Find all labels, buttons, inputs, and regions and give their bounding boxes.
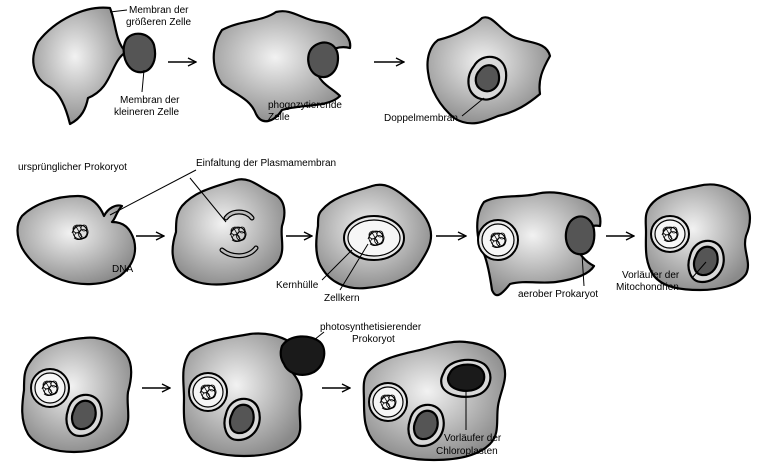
label-einfaltung: Einfaltung der Plasmamembran (196, 158, 336, 169)
label-membran-kleiner-1: Membran der (120, 95, 180, 106)
label-dna: DNA (112, 264, 133, 275)
label-membran-groesser-1: Membran der (129, 5, 189, 16)
label-prokaryot: ursprünglicher Prokoryot (18, 162, 127, 173)
label-doppelmembran: Doppelmembran (384, 113, 458, 124)
pointer-einfaltung-2 (189, 177, 227, 223)
row1-cell-phagocytic (212, 10, 352, 123)
row3-cell-chloroplast (362, 340, 507, 462)
pointer-membran-kleiner (141, 69, 145, 93)
label-phagozytierend-2: Zelle (268, 112, 290, 123)
pointer-membran-groesser (109, 9, 128, 13)
label-chloro-1: Vorläufer der (444, 433, 502, 444)
row2-cell-infolding (171, 178, 286, 286)
pointer-doppelmembran (461, 97, 485, 117)
row1-cell-engulfed (426, 16, 552, 125)
row2-cell-nucleus (315, 183, 433, 290)
row3-cell-photo-uptake (182, 332, 326, 458)
pointer-mito (691, 261, 707, 279)
label-phagozytierend-1: phogozytierende (268, 100, 342, 111)
label-photo-1: photosynthetisierender (320, 322, 422, 333)
label-aerober: aerober Prokaryot (518, 289, 598, 300)
label-membran-groesser-2: größeren Zelle (126, 17, 191, 28)
pointer-aerober (581, 253, 585, 287)
row3-cell-mito-only (21, 336, 133, 454)
label-kernhuelle: Kernhülle (276, 280, 319, 291)
pointer-zellkern (339, 243, 369, 291)
label-chloro-2: Chloroplasten (436, 446, 498, 457)
label-photo-2: Prokoryot (352, 334, 395, 345)
pointer-kernhuelle (321, 249, 353, 281)
label-zellkern: Zellkern (324, 293, 360, 304)
row1-cell-small (122, 32, 157, 74)
row2-cell-prokaryote (16, 194, 137, 286)
pointer-photo (313, 331, 325, 341)
row1-cell-large (32, 6, 128, 126)
label-mito-1: Vorläufer der (622, 270, 680, 281)
row2-cell-aerobic-uptake (476, 191, 602, 297)
label-mito-2: Mitochondrien (616, 282, 679, 293)
label-membran-kleiner-2: kleineren Zelle (114, 107, 179, 118)
pointer-einfaltung (109, 169, 197, 216)
